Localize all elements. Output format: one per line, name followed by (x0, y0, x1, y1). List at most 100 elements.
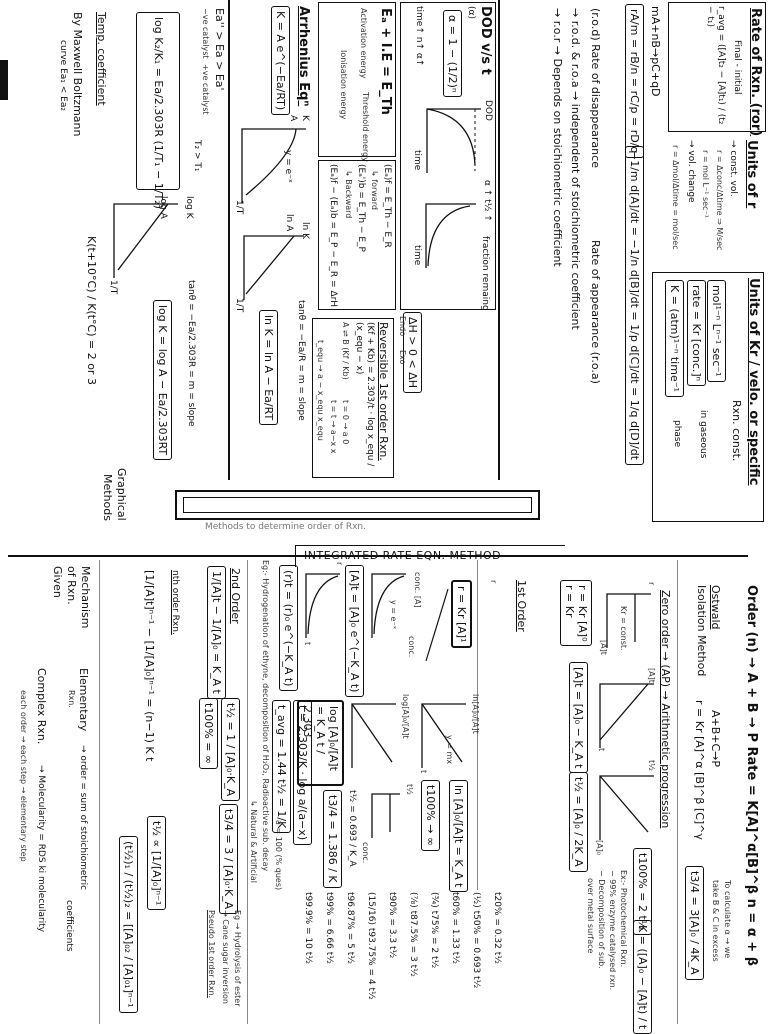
first-half-axis: t½ (405, 784, 414, 795)
dod-title: DOD v/s t (478, 6, 493, 75)
first-ln-box: ln [A]₀/[A]t = K_A t (449, 780, 468, 893)
logk-slope: tanθ = −Ea/2.303R = m = slope (186, 280, 196, 427)
order-note: To calculate α → we (723, 880, 732, 959)
second-t34-box: t3/4 = 3 / [A]₀·K_A (219, 804, 238, 915)
nth-ratio-box: (t½)₁ / (t½)₂ = [[A]₀₂ / [A]₀₁]ⁿ⁻¹ (119, 836, 138, 1013)
percent-completion-item: t99% = 6.66 t½ (324, 892, 334, 964)
k-vs-t-graph (241, 128, 306, 203)
graphical-label-2: Methods (101, 474, 114, 521)
dh-exo: Exo (398, 350, 407, 365)
first-rate-graph (425, 588, 449, 662)
exp-curve-label: y = e⁻ˣ (283, 150, 293, 183)
units-r-line: r = mol L⁻¹ sec⁻¹ (701, 150, 710, 218)
divider (247, 560, 248, 1024)
percent-completion-item: t96.87% = 5 t½ (345, 892, 355, 964)
ea-forward-label: ↳ forward (370, 170, 379, 210)
fraction-graph (425, 203, 476, 268)
dh-text: ΔH > 0 < ΔH (406, 317, 419, 389)
zero-t34-box: t3/4 = 3[A]₀ / 4K_A (685, 866, 704, 980)
dh-endo: Endo (398, 316, 407, 337)
second-t100-box: t100% = ∞ (199, 698, 218, 770)
first-conc-axis: conc. [A] (413, 572, 422, 608)
zero-half-axis: t½ (647, 760, 656, 771)
pseudo-example-2: → Cane sugar inversion (221, 910, 230, 1004)
units-r-line: → const. vol. (728, 140, 738, 197)
positive-catalyst: +ve catalyst (201, 64, 210, 115)
dod-graph (426, 108, 481, 173)
roa-label: Rate of appearance (r.o.a) (589, 240, 602, 384)
units-k-atm: K = (atm)¹⁻ⁿ time⁻¹ (665, 280, 684, 397)
temp-formula-box: log K₂/K₁ = Ea/2.303R (1/T₁ − 1/T₂) (136, 12, 180, 209)
ostwald-label: Ostwald (709, 585, 722, 630)
banner-inner (183, 497, 532, 513)
catalyst-order: Ea'' > Ea > Ea' (213, 8, 226, 91)
arrhenius-formula: K = A e^(−Ea/RT) (271, 6, 290, 116)
negative-catalyst: −ve catalyst (201, 8, 210, 59)
scan-shadow (0, 60, 8, 100)
units-k-rate: rate = Kr [conc.]ⁿ (687, 280, 706, 387)
mechanism-title-3: Given (51, 566, 64, 598)
percent-completion-item: (15/16) t93.75% = 4 t½ (366, 892, 376, 1000)
ostwald-rate: r = Kr [A]^α [B]^β [C]^γ (693, 700, 706, 840)
inv-t-axis: 1/T (234, 200, 244, 215)
dod-graph-x: time (412, 150, 422, 171)
logk-formula-box: log K = log A − Ea/2.303RT (153, 300, 172, 461)
order-title: Order (n) → A + B → P Rate = K[A]^α[B]^β… (744, 585, 759, 967)
units-r-line: → vol. change (686, 140, 696, 203)
first-log-axis: log[A]₀/[A]t (401, 694, 410, 739)
mechanism-title: Mechanism (79, 566, 92, 629)
zero-integrated-box: [A]t = [A]₀ − K_A t (569, 662, 588, 774)
arrhenius-slope: tanθ = −Ea/R = m = slope (296, 300, 306, 421)
zero-k-box: K = ([A]₀ − [A]t) / t (633, 920, 652, 1034)
zero-rate-graph (606, 593, 651, 648)
units-r-line: r = Δconc/Δtime ⇒ M/sec (715, 150, 724, 251)
divider (228, 0, 230, 480)
reversible-tt: t = t → a−x x (329, 400, 338, 454)
units-k-gaseous: in gaseous (698, 410, 708, 459)
reversible-title: Reversible 1st order Rxn. (377, 322, 390, 461)
loga-label: log A (158, 196, 168, 219)
first-half-x: conc. (361, 842, 370, 864)
dod-trend: time↑ n↑ α↑ (414, 6, 424, 67)
first-r-graph (305, 573, 340, 638)
ostwald-reaction: A+B+C→P (709, 710, 722, 768)
reversible-eq: t_equ → a − x_equ x_equ (316, 340, 325, 441)
ea-forward: (Eₐ)f = E_Th − E_R (382, 164, 392, 248)
elementary-note-2: coefficients (64, 900, 74, 952)
note-depends: → r.o.r → Depends on stoichiometric coef… (551, 8, 564, 267)
units-k-phase: phase (672, 420, 682, 448)
maxwell-curve: curve Ea₁ < Ea₂ (58, 40, 68, 111)
pseudo-title: Pseudo 1st order Rxn. (207, 910, 216, 999)
percent-completion-item: t99.9% = 10 t½ (303, 892, 313, 964)
first-t100-box: t100% → ∞ (421, 780, 440, 852)
a-label: A (288, 115, 298, 122)
lnk-graph (243, 235, 304, 300)
percent-completion-item: (⅞) t87.5% = 3 t½ (408, 892, 418, 977)
first-log-graph (351, 703, 396, 768)
maxwell-boltzmann: By Maxwell Boltzmann (71, 12, 84, 137)
first-half: t½ = 0.693 / K_A (347, 790, 357, 867)
first-tavg-box: t_avg = 1.44 t½ = 1/K (272, 700, 291, 834)
logk-x-axis: 1/T (108, 280, 118, 295)
logk-axis: log K (184, 196, 194, 219)
ea-backward-label: ↳ Backward (344, 170, 353, 219)
avg-label: Final - initial (732, 40, 742, 95)
ratio-box: rA/m = rB/n = rC/p = rD/q (625, 4, 644, 159)
nth-eq: [1/[A]t]ⁿ⁻¹ − [1/[A]₀]ⁿ⁻¹ = (n−1) K t (143, 570, 156, 762)
first-conc-exp-box: [A]t = [A]₀ e^(−K_A t) (345, 565, 364, 698)
zero-conc-graph (599, 683, 654, 748)
second-half-box: t½ = 1 / [A]₀·K_A (221, 698, 240, 802)
percent-completion-item: t20% = 0.32 t½ (492, 892, 502, 964)
units-r-line: r = Δmol/Δtime = mol/sec (671, 145, 680, 250)
elementary-note: → order = sum of stoichiometric (78, 745, 88, 891)
dod-alpha: (α) (466, 6, 476, 19)
fraction-graph-x: time (412, 245, 422, 266)
threshold-energy: Threshold energy (361, 92, 370, 162)
nth-order-title: nth order Rxn. (170, 570, 180, 635)
first-order-title: 1st Order (515, 580, 528, 632)
energy-formula: Eₐ + I.E = E_Th (378, 8, 393, 115)
first-rate-exp-box: (r)t = (r)₀ e^(−K_A t) (279, 565, 298, 692)
first-ln-graph (421, 703, 466, 768)
units-r-title: Units of r (744, 140, 759, 209)
